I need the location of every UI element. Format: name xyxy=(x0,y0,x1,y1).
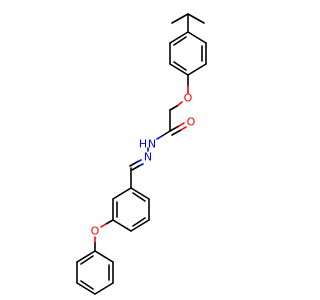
carbonyl-oxygen-label: O xyxy=(187,116,196,129)
bottom-phenyl-ring xyxy=(76,250,114,295)
amide-hydrogen-label: H xyxy=(139,138,147,151)
oxygen-to-ch2-bond xyxy=(169,105,178,111)
ring-to-oxygen-bond-bottom-red xyxy=(100,223,107,228)
amide-nitrogen-label: N xyxy=(148,138,156,151)
isopropyl-group xyxy=(171,13,205,33)
middle-benzene-ring xyxy=(112,187,150,232)
top-benzene-ring xyxy=(169,31,207,76)
imine-double-bond xyxy=(129,159,144,171)
ring-to-oxygen-bond-bottom xyxy=(105,219,114,225)
oxygen-to-ch2-bond-red xyxy=(176,101,183,107)
carbonyl-double-bond xyxy=(169,122,187,136)
carbonyl-to-nh-bond-blue xyxy=(156,135,163,140)
ether-oxygen-label: O xyxy=(91,225,100,238)
imine-nitrogen-label: N xyxy=(144,151,152,164)
oxygen-atom-label: O xyxy=(184,92,193,105)
molecule-structure: O O N H N O xyxy=(76,13,207,295)
molecule-canvas: O O N H N O xyxy=(76,13,207,295)
carbonyl-to-nh-bond xyxy=(161,130,171,137)
